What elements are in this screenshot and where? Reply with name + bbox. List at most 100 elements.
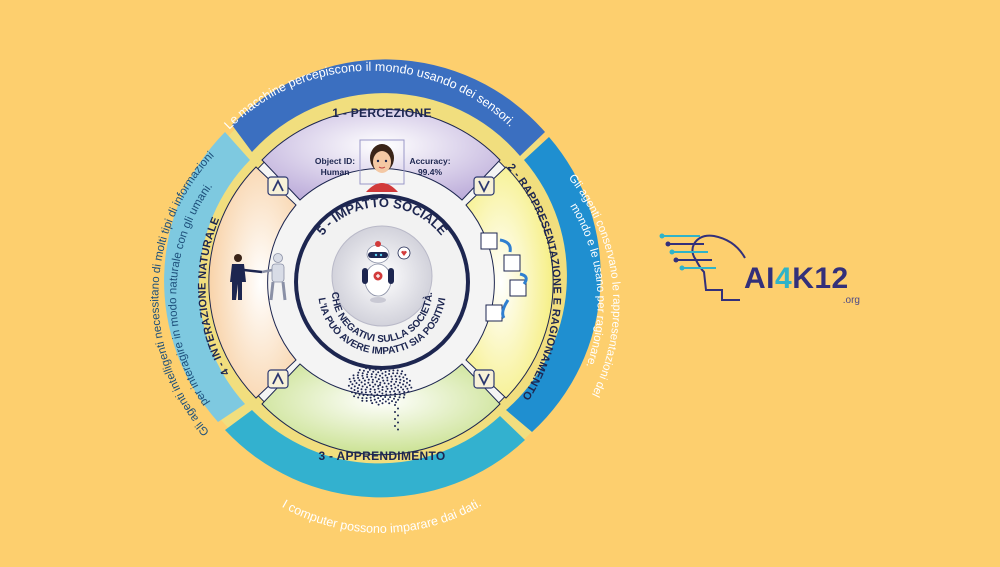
brain-dot [389, 396, 392, 399]
brain-dot [391, 400, 393, 403]
brain-dot [358, 369, 361, 371]
brain-dot [376, 393, 379, 396]
brain-dot [375, 401, 378, 404]
brain-dot [355, 382, 358, 385]
brain-dot [383, 382, 386, 385]
brain-dot [394, 375, 397, 378]
brain-dot [360, 381, 363, 384]
brain-dot [353, 395, 356, 398]
brain-dot [377, 387, 380, 390]
brain-dot [368, 384, 371, 387]
brain-dot [381, 392, 384, 395]
interaction-quadrant [208, 166, 297, 399]
brain-dot [409, 379, 411, 382]
brain-dot [373, 388, 376, 391]
brain-dot [390, 387, 393, 390]
brain-dot [397, 384, 400, 387]
brain-dot [361, 374, 364, 377]
brain-dot [394, 395, 397, 398]
brain-dot [377, 397, 380, 400]
brain-dot [364, 388, 367, 391]
brain-dot [396, 369, 399, 372]
brain-dot [357, 396, 360, 399]
ring-bottom-text: I computer possono imparare dai dati. [280, 496, 484, 536]
brain-dot [358, 393, 361, 396]
brain-dot [353, 385, 356, 388]
brain-dot [371, 402, 374, 405]
perception-title: 1 - PERCEZIONE [332, 106, 432, 120]
brain-dot [362, 377, 365, 380]
brain-dot [347, 384, 350, 387]
brain-dot [360, 388, 363, 391]
brain-dot [394, 425, 396, 427]
brain-dot [394, 411, 396, 413]
brain-dot [351, 391, 353, 394]
brain-dot [374, 383, 377, 386]
face-recognition-icon [359, 139, 405, 192]
brain-dot [399, 378, 402, 381]
brain-dot [404, 385, 407, 388]
brain-dot [394, 386, 397, 389]
brain-dot [397, 428, 399, 431]
brain-dot [390, 384, 393, 387]
brain-dot [373, 398, 376, 401]
brain-dot [386, 379, 389, 382]
brain-dot [371, 381, 374, 384]
brain-dot [369, 390, 372, 393]
brain-network-icon [347, 364, 413, 431]
brain-dot [400, 386, 403, 389]
brain-dot [398, 381, 401, 384]
brain-dot [356, 387, 359, 390]
brain-dot [379, 384, 381, 386]
brain-dot [350, 387, 353, 390]
brain-dot [377, 385, 380, 387]
brain-dot [370, 393, 373, 396]
brain-dot [367, 371, 369, 373]
brain-dot [369, 396, 372, 399]
brain-dot [370, 373, 373, 376]
brain-dot [395, 380, 397, 383]
brain-dot [352, 377, 355, 380]
brain-dot [406, 381, 408, 384]
brain-dot [405, 377, 408, 380]
brain-dot [363, 383, 366, 386]
brain-dot [402, 396, 405, 399]
brain-dot [379, 399, 381, 402]
brain-dot [369, 388, 372, 391]
brain-dot [361, 399, 364, 402]
brain-dot [358, 384, 361, 386]
brain-dot [379, 381, 382, 384]
brain-dot [397, 421, 399, 424]
brain-dot [393, 390, 396, 393]
learning-quadrant [261, 363, 501, 456]
chevron-markers [267, 176, 495, 389]
brain-dot [402, 383, 405, 386]
brain-dot [385, 390, 387, 393]
brain-dot [403, 393, 406, 396]
brain-dot [356, 374, 359, 377]
brain-dot [366, 394, 369, 397]
brain-dot [361, 385, 364, 388]
brain-dot [370, 375, 373, 378]
brain-dot [393, 397, 395, 400]
brain-dot [381, 372, 384, 375]
cubes-reasoning-icon [480, 232, 528, 322]
brain-dot [384, 374, 387, 377]
brain-dot [389, 393, 392, 396]
brain-dot [377, 378, 380, 381]
brain-dot [397, 388, 399, 391]
brain-dot [396, 372, 399, 375]
brain-dot [397, 398, 400, 401]
brain-dot [374, 376, 377, 379]
handshake-icon [230, 253, 287, 301]
brain-dot [381, 376, 384, 379]
brain-dot [395, 378, 398, 381]
ring-left-segment [164, 132, 250, 422]
brain-dot [394, 401, 397, 404]
brain-dot [394, 392, 397, 395]
logo-domain: .org [843, 295, 860, 306]
brain-dot [392, 369, 395, 372]
brain-dot [384, 396, 387, 398]
brain-dot [397, 407, 399, 410]
brain-dot [388, 373, 391, 375]
